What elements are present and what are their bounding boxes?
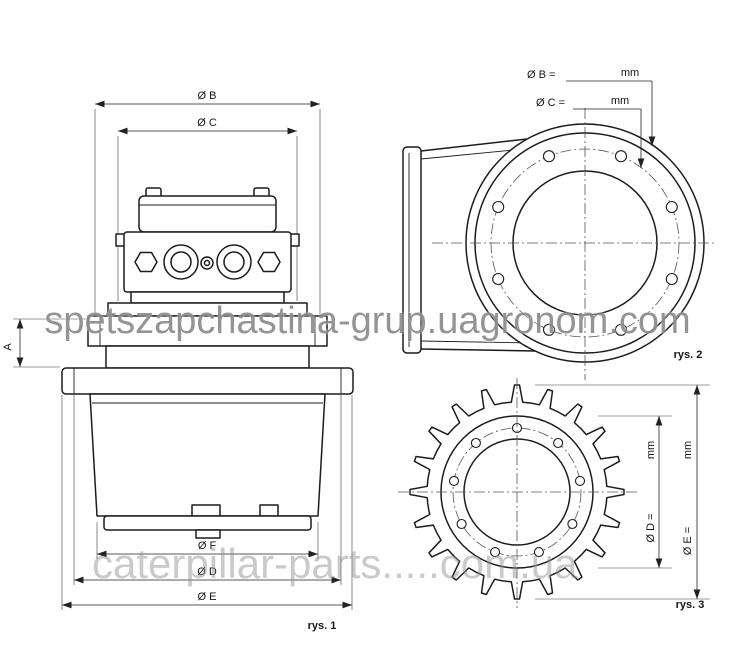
fig1-dimension-lines <box>16 100 352 609</box>
fig1-dim-label-a: A <box>2 343 14 351</box>
fig2-dim-label-c: Ø C = <box>536 97 565 109</box>
fig3-dim-unit-d: mm <box>645 441 657 459</box>
fig2-dim-unit-b: mm <box>621 67 639 79</box>
fig1-caption: rys. 1 <box>308 620 337 632</box>
sprocket-bolt-hole <box>553 437 564 449</box>
fig2-caption: rys. 2 <box>674 349 703 361</box>
fig1-dim-label-d: Ø D <box>197 566 217 578</box>
sprocket-bolt-hole <box>448 475 460 486</box>
sprocket-bolt-hole <box>456 518 467 530</box>
fig1-machine-outline <box>61 187 354 539</box>
fig1-final-drive-front-view: Ø B Ø C A Ø F Ø D Ø E rys. 1 <box>2 90 354 632</box>
fig1-dim-label-f: Ø F <box>198 540 217 552</box>
sprocket-bolt-hole <box>490 547 501 558</box>
sprocket-bolt-hole <box>470 437 481 449</box>
fig2-housing-side-view: Ø B = mm Ø C = mm rys. 2 <box>402 67 716 380</box>
fig3-extension-lines <box>535 384 710 600</box>
fig2-dim-label-b: Ø B = <box>527 69 555 81</box>
fig3-dimension-lines <box>655 385 701 599</box>
fig3-dim-label-d: Ø D = <box>645 513 657 542</box>
fig1-dim-label-b: Ø B <box>198 90 217 102</box>
fig2-housing-circles <box>432 108 716 380</box>
fig3-dim-unit-e: mm <box>682 441 694 459</box>
fig2-dim-unit-c: mm <box>611 95 629 107</box>
sprocket-bolt-hole <box>533 547 544 558</box>
fig1-extension-lines <box>13 109 353 610</box>
sprocket-bolt-hole <box>567 518 578 530</box>
fig1-dim-label-c: Ø C <box>197 117 217 129</box>
fig1-dim-label-e: Ø E <box>198 591 217 603</box>
fig2-dimension-lines <box>566 80 656 168</box>
fig3-sprocket-view: mm Ø D = mm Ø E = rys. 3 <box>398 378 710 611</box>
sprocket-bolt-hole <box>574 475 586 486</box>
fig3-dim-label-e: Ø E = <box>682 527 694 555</box>
fig2-mounting-flange <box>402 146 422 354</box>
sprocket-bolt-holes <box>448 422 586 558</box>
fig3-caption: rys. 3 <box>676 599 705 611</box>
fig2-neck-lines <box>420 138 536 352</box>
